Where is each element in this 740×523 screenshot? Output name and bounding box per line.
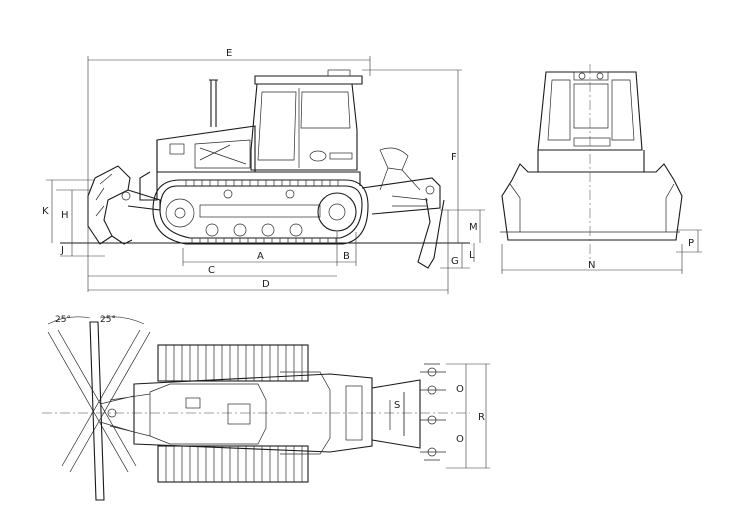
dim-label-r: R [478, 412, 485, 423]
track-pads-top [185, 180, 339, 244]
rear-ripper [361, 147, 445, 269]
dim-label-c: C [208, 265, 215, 276]
dim-label-m: M [469, 222, 478, 233]
angle-label-right: 25° [100, 315, 116, 325]
top-view: 25° 25° R O O S [42, 315, 490, 501]
side-view: E F K H J A B C D M G L [42, 48, 485, 294]
front-blade [87, 165, 161, 245]
dim-label-g: G [451, 256, 459, 267]
dim-label-o-lower: O [456, 434, 464, 445]
dim-label-b: B [343, 251, 350, 262]
dim-label-d: D [262, 279, 270, 290]
dim-label-a: A [257, 251, 264, 262]
dim-label-j: J [60, 245, 64, 256]
dim-label-k: K [42, 206, 49, 217]
dim-label-o-upper: O [456, 384, 464, 395]
dim-label-l: L [469, 250, 475, 261]
dim-label-s: S [394, 400, 400, 411]
dim-label-h: H [61, 210, 69, 221]
dim-label-n: N [588, 260, 595, 271]
front-view: N P [500, 64, 702, 274]
track-rollers [165, 189, 357, 237]
dim-label-e: E [226, 48, 232, 59]
dim-label-p: P [688, 238, 694, 249]
side-dimensions [46, 56, 485, 294]
dim-label-f: F [451, 152, 457, 163]
angle-label-left: 25° [55, 315, 71, 325]
